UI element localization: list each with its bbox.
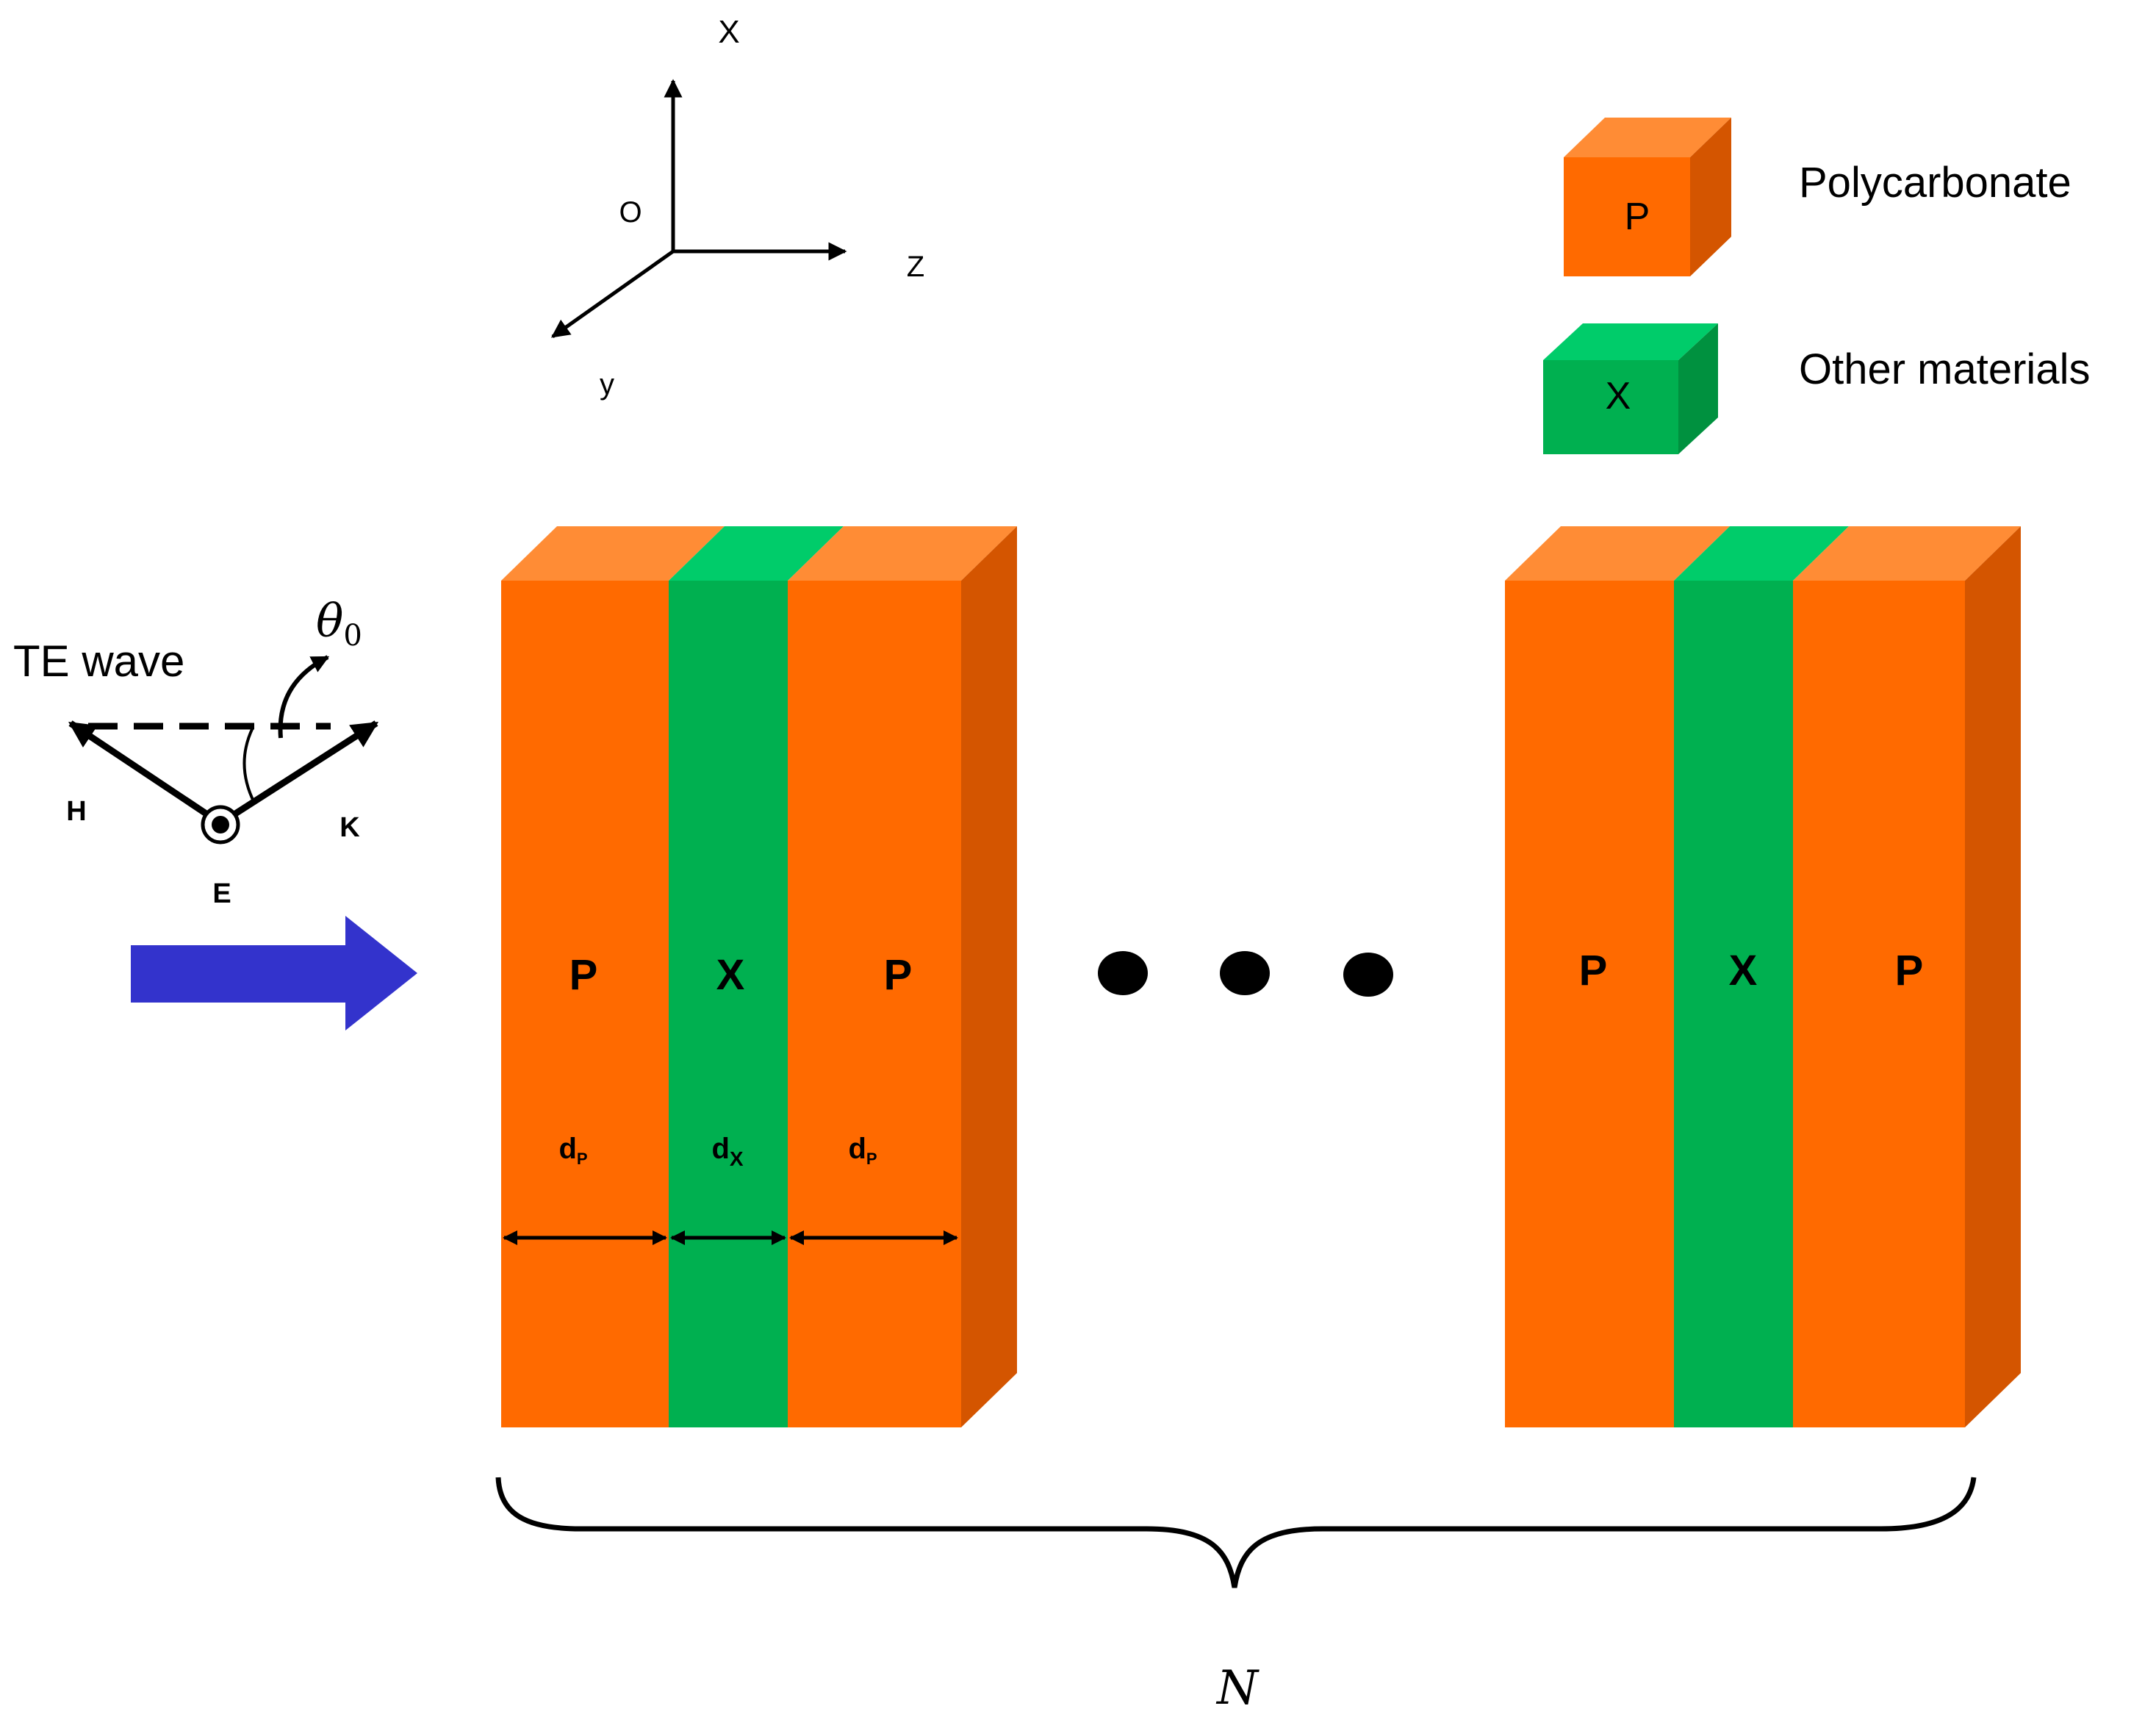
block2-side bbox=[1965, 526, 2021, 1427]
block1-top-p2 bbox=[788, 526, 1017, 581]
e-field-dot-icon bbox=[212, 816, 229, 833]
legend-item-polycarbonate: P Polycarbonate bbox=[1564, 118, 2071, 276]
y-axis-arrow bbox=[550, 249, 675, 339]
h-vector-arrow bbox=[68, 720, 223, 826]
legend-x-cube-side bbox=[1678, 323, 1718, 454]
te-wave-title: TE wave bbox=[13, 637, 184, 686]
block2-top-x bbox=[1674, 526, 1849, 581]
block1-label-p1: P bbox=[569, 951, 598, 999]
block1-layer-x bbox=[669, 581, 788, 1427]
legend-p-label: Polycarbonate bbox=[1799, 159, 2071, 207]
ellipsis-dot-1 bbox=[1098, 951, 1148, 995]
block1-top-x bbox=[669, 526, 844, 581]
ellipsis-dots bbox=[1098, 951, 1393, 997]
k-vector-arrow bbox=[218, 720, 379, 826]
coordinate-axes: X O Z y bbox=[550, 14, 924, 401]
block1-label-x: X bbox=[716, 951, 745, 999]
legend-x-symbol: X bbox=[1606, 375, 1631, 417]
legend-x-cube-top bbox=[1543, 323, 1718, 360]
legend-p-cube-side bbox=[1690, 118, 1731, 276]
block2-layer-p1 bbox=[1505, 581, 1674, 1427]
x-axis-label: X bbox=[718, 14, 739, 50]
block1-top-p1 bbox=[501, 526, 725, 581]
y-axis-label: y bbox=[600, 368, 614, 401]
block1-layer-p1 bbox=[501, 581, 669, 1427]
block2-top-p1 bbox=[1505, 526, 1730, 581]
thickness-label-dp-2: dP bbox=[848, 1133, 877, 1168]
origin-label: O bbox=[619, 196, 642, 229]
ellipsis-dot-3 bbox=[1343, 953, 1393, 997]
legend-item-other-materials: X Other materials bbox=[1543, 323, 2090, 454]
k-label: K bbox=[339, 812, 360, 843]
legend-x-label: Other materials bbox=[1799, 345, 2090, 393]
te-wave-diagram: TE wave θ0 H K E bbox=[13, 594, 417, 1030]
block2-label-x: X bbox=[1729, 947, 1758, 994]
block2-layer-p2 bbox=[1793, 581, 1965, 1427]
h-label: H bbox=[66, 796, 86, 827]
block1-label-p2: P bbox=[884, 951, 913, 999]
block1-side bbox=[961, 526, 1017, 1427]
block2-layer-x bbox=[1674, 581, 1793, 1427]
incident-wave-arrow bbox=[131, 916, 417, 1030]
legend-p-cube-front bbox=[1564, 157, 1690, 276]
block2-top-p2 bbox=[1793, 526, 2021, 581]
legend-p-cube-top bbox=[1564, 118, 1731, 157]
unit-cell-block-2: P X P bbox=[1505, 526, 2021, 1427]
theta-label: θ0 bbox=[316, 594, 362, 653]
e-label: E bbox=[212, 878, 231, 909]
block1-layer-p2 bbox=[788, 581, 961, 1427]
angle-pointer-arrow bbox=[278, 655, 330, 739]
thickness-label-dx: dX bbox=[711, 1133, 743, 1170]
legend-x-cube-front bbox=[1543, 360, 1678, 454]
block2-label-p1: P bbox=[1579, 947, 1608, 994]
period-count-label: N bbox=[1215, 1661, 1260, 1716]
block2-label-p2: P bbox=[1895, 947, 1924, 994]
period-brace bbox=[495, 1477, 1977, 1588]
legend: P Polycarbonate X Other materials bbox=[1543, 118, 2090, 454]
unit-cell-block-1: P X P dP dX dP bbox=[501, 526, 1017, 1427]
legend-p-symbol: P bbox=[1625, 196, 1650, 238]
angle-arc bbox=[242, 727, 256, 803]
thickness-label-dp-1: dP bbox=[558, 1133, 587, 1168]
ellipsis-dot-2 bbox=[1220, 951, 1270, 995]
z-axis-label: Z bbox=[907, 251, 924, 283]
